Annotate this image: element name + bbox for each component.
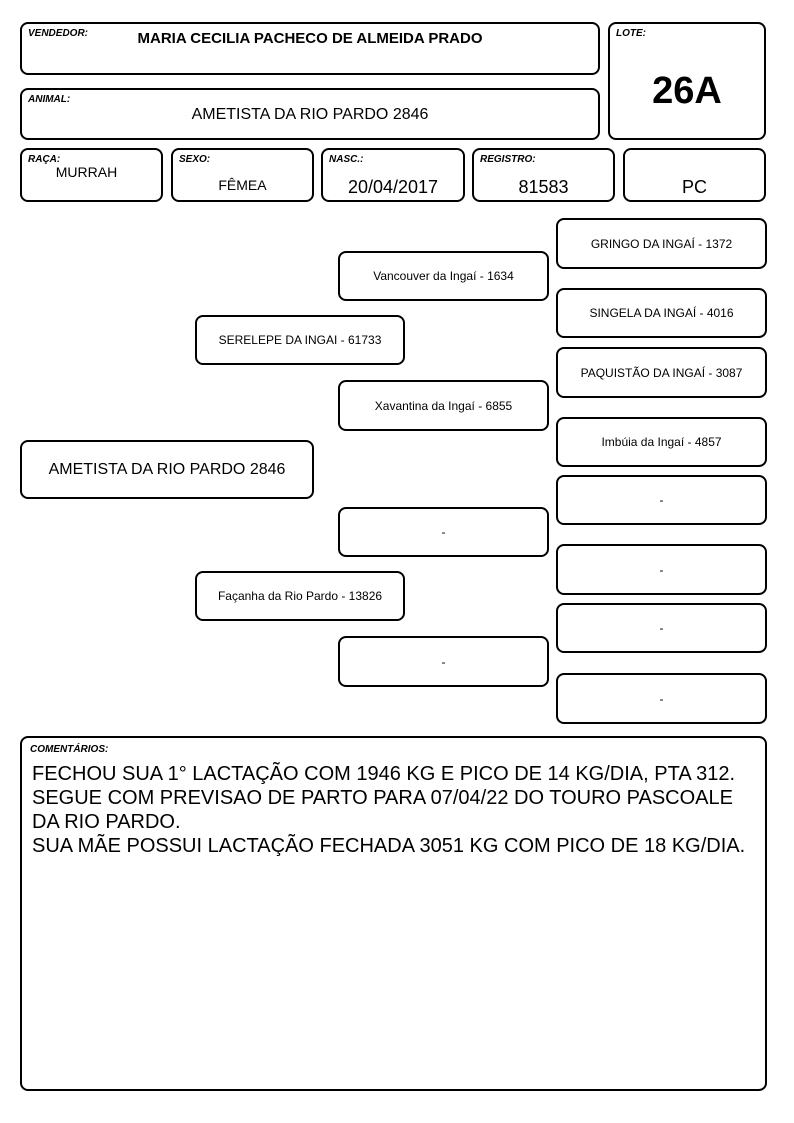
nasc-label: NASC.: xyxy=(329,154,364,165)
registro-box: REGISTRO: 81583 xyxy=(472,148,615,202)
raca-value: MURRAH xyxy=(55,164,118,180)
lote-label: LOTE: xyxy=(616,28,646,39)
vendedor-value: MARIA CECILIA PACHECO DE ALMEIDA PRADO xyxy=(137,30,483,47)
animal-value: AMETISTA DA RIO PARDO 2846 xyxy=(191,106,429,123)
nasc-value: 20/04/2017 xyxy=(347,177,439,197)
raca-label: RAÇA: xyxy=(28,154,61,165)
sexo-label: SEXO: xyxy=(179,154,211,165)
vendedor-label: VENDEDOR: xyxy=(28,28,89,39)
registro-label: REGISTRO: xyxy=(480,154,536,165)
pedigree-avo-paterno: Vancouver da Ingaí - 1634 xyxy=(338,251,549,301)
animal-label: ANIMAL: xyxy=(28,94,71,105)
registro-value: 81583 xyxy=(518,177,569,197)
pedigree-bisavo-7: - xyxy=(556,603,767,653)
comments-label: COMENTÁRIOS: xyxy=(30,744,109,755)
pedigree-pai: SERELEPE DA INGAI - 61733 xyxy=(195,315,405,365)
lote-value: 26A xyxy=(652,70,722,112)
pc-value: PC xyxy=(681,177,707,197)
lote-box: LOTE: 26A xyxy=(608,22,766,140)
pedigree-animal: AMETISTA DA RIO PARDO 2846 xyxy=(20,440,314,499)
pedigree-avo-materno: - xyxy=(338,507,549,557)
comments-box: COMENTÁRIOS: FECHOU SUA 1° LACTAÇÃO COM … xyxy=(20,736,767,1091)
pedigree-mae: Façanha da Rio Pardo - 13826 xyxy=(195,571,405,621)
pedigree-bisavo-5: - xyxy=(556,475,767,525)
pedigree-avo-materna: - xyxy=(338,636,549,687)
nasc-box: NASC.: 20/04/2017 xyxy=(321,148,465,202)
pedigree-bisavo-6: - xyxy=(556,544,767,595)
raca-box: RAÇA: MURRAH xyxy=(20,148,163,202)
pedigree-bisavo-3: PAQUISTÃO DA INGAÍ - 3087 xyxy=(556,347,767,398)
pedigree-bisavo-2: SINGELA DA INGAÍ - 4016 xyxy=(556,288,767,338)
pc-box: PC xyxy=(623,148,766,202)
pedigree-bisavo-4: Imbúia da Ingaí - 4857 xyxy=(556,417,767,467)
sexo-value: FÊMEA xyxy=(218,177,267,193)
comments-text: FECHOU SUA 1° LACTAÇÃO COM 1946 KG E PIC… xyxy=(32,763,746,857)
animal-box: ANIMAL: AMETISTA DA RIO PARDO 2846 xyxy=(20,88,600,140)
pedigree-avo-paterna: Xavantina da Ingaí - 6855 xyxy=(338,380,549,431)
pedigree-bisavo-1: GRINGO DA INGAÍ - 1372 xyxy=(556,218,767,269)
sexo-box: SEXO: FÊMEA xyxy=(171,148,314,202)
pedigree-bisavo-8: - xyxy=(556,673,767,724)
vendedor-box: VENDEDOR: MARIA CECILIA PACHECO DE ALMEI… xyxy=(20,22,600,75)
